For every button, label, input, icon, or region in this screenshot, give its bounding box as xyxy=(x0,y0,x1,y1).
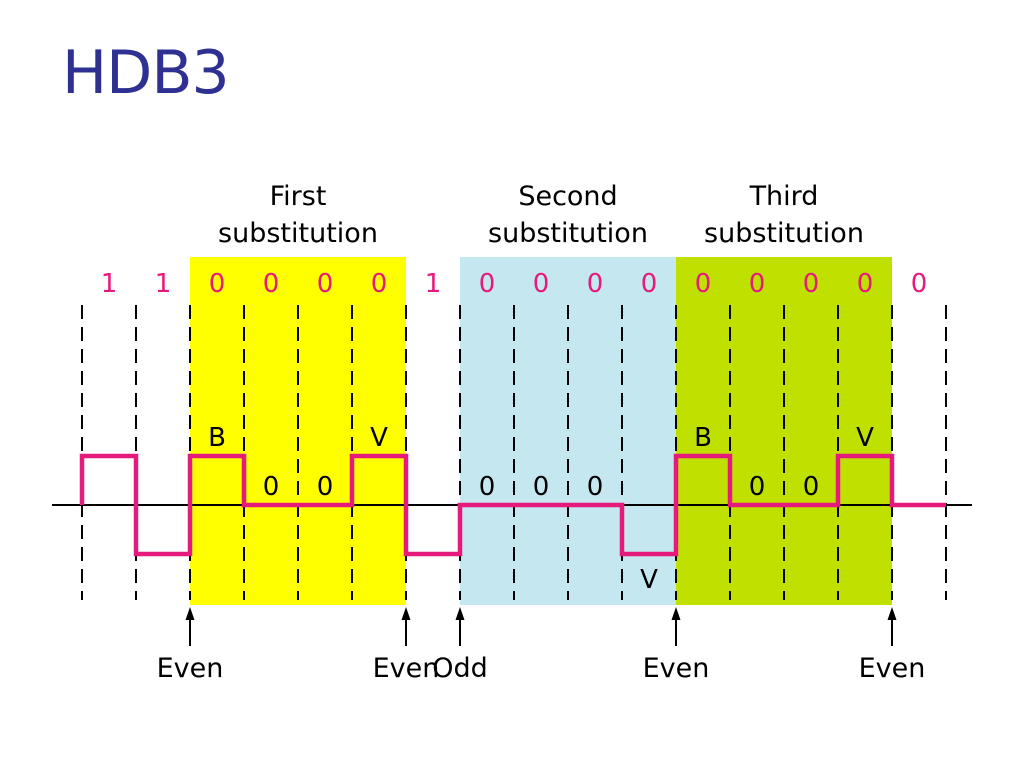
substitution-regions xyxy=(190,257,892,605)
pulse-label: 0 xyxy=(803,472,820,502)
parity-arrow-head xyxy=(671,607,681,620)
pulse-label: 0 xyxy=(533,472,550,502)
parity-label: Even xyxy=(373,653,440,684)
parity-marker: Even xyxy=(373,607,440,684)
hdb3-signal-waveform xyxy=(79,453,946,557)
bit-value: 0 xyxy=(803,269,820,299)
substitution-label-first: substitution xyxy=(218,218,378,249)
bit-sequence: 1 1 0 0 0 0 1 0 0 0 0 0 0 0 0 0 xyxy=(101,269,928,299)
bit-value: 0 xyxy=(857,269,874,299)
pulse-label: B xyxy=(694,423,712,453)
pulse-label: 0 xyxy=(587,472,604,502)
pulse-label: 0 xyxy=(263,472,280,502)
pulse-label: 0 xyxy=(749,472,766,502)
pulse-label: V xyxy=(370,423,388,453)
parity-marker: Even xyxy=(643,607,710,684)
substitution-label-second: Second xyxy=(518,181,617,212)
bit-value: 0 xyxy=(695,269,712,299)
pulse-label: B xyxy=(208,423,226,453)
bit-value: 0 xyxy=(749,269,766,299)
bit-value: 0 xyxy=(209,269,226,299)
bit-value: 0 xyxy=(371,269,388,299)
bit-value: 0 xyxy=(479,269,496,299)
bit-value: 0 xyxy=(533,269,550,299)
pulse-label: V xyxy=(640,565,658,595)
bit-value: 1 xyxy=(425,269,442,299)
substitution-label-third: substitution xyxy=(704,218,864,249)
parity-arrow-head xyxy=(455,607,465,620)
bit-value: 0 xyxy=(911,269,928,299)
parity-label: Even xyxy=(859,653,926,684)
parity-label: Even xyxy=(643,653,710,684)
parity-arrow-head xyxy=(887,607,897,620)
parity-marker: Odd xyxy=(432,607,488,684)
bit-value: 0 xyxy=(317,269,334,299)
parity-label: Odd xyxy=(432,653,488,684)
pulse-label: V xyxy=(856,423,874,453)
pulse-label: 0 xyxy=(317,472,334,502)
bit-value: 0 xyxy=(587,269,604,299)
substitution-labels: First substitution Second substitution Third… xyxy=(218,181,864,249)
substitution-label-second: substitution xyxy=(488,218,648,249)
substitution-label-first: First xyxy=(270,181,327,212)
bit-value: 1 xyxy=(101,269,118,299)
pulse-label: 0 xyxy=(479,472,496,502)
bit-value: 0 xyxy=(263,269,280,299)
parity-marker: Even xyxy=(157,607,224,684)
bit-value: 0 xyxy=(641,269,658,299)
bit-value: 1 xyxy=(155,269,172,299)
parity-arrow-head xyxy=(185,607,195,620)
parity-arrow-head xyxy=(401,607,411,620)
substitution-label-third: Third xyxy=(749,181,819,212)
parity-label: Even xyxy=(157,653,224,684)
parity-marker: Even xyxy=(859,607,926,684)
slide-title: HDB3 xyxy=(62,38,230,108)
